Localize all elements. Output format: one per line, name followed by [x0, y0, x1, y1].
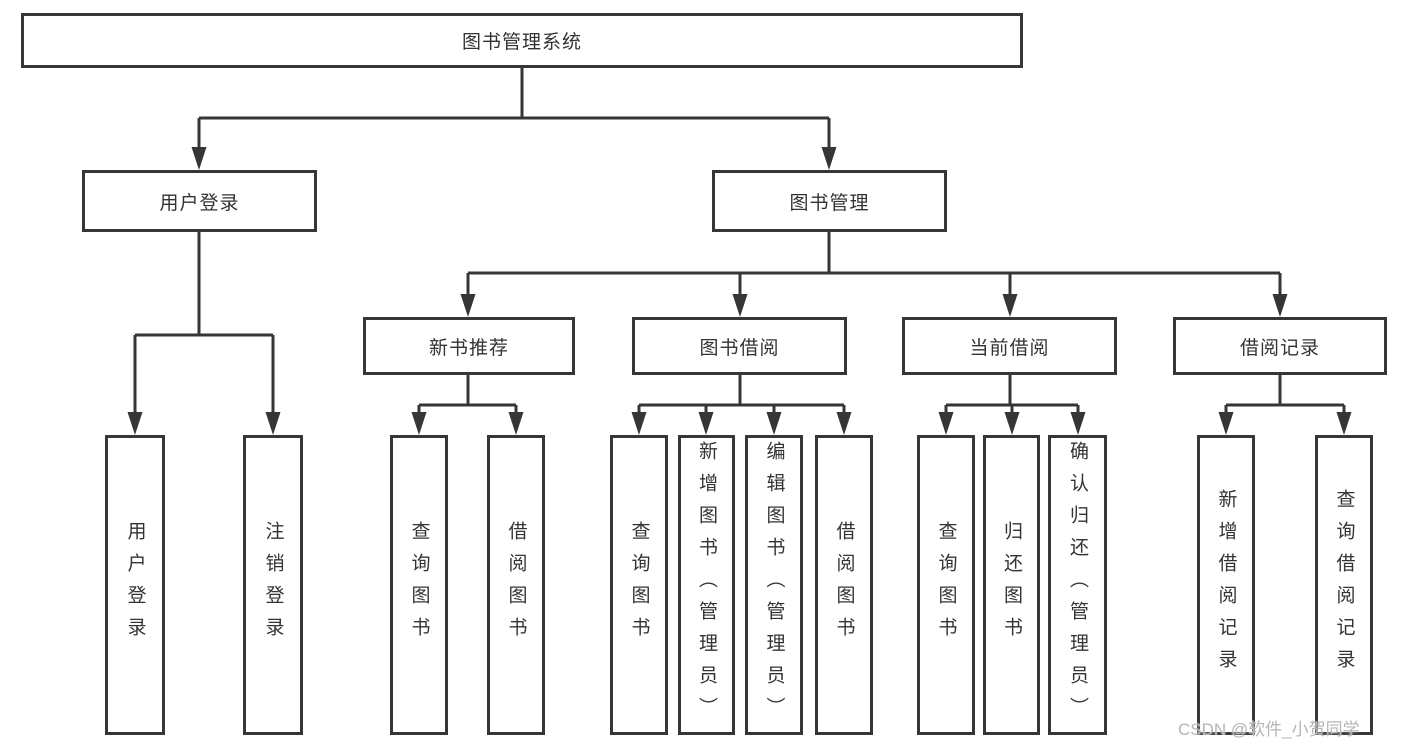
node-new-book-recommend-label: 新书推荐: [428, 337, 509, 359]
leaf-recommend-borrow-books: 借阅图书: [487, 435, 545, 735]
leaf-borrow-add-books-label: 新增图书（管理员）: [696, 441, 717, 729]
leaf-borrow-add-books: 新增图书（管理员）: [678, 435, 735, 735]
leaf-records-add-record-label: 新增借阅记录: [1215, 489, 1237, 681]
node-root-label: 图书管理系统: [461, 32, 582, 53]
leaf-current-query-books: 查询图书: [917, 435, 975, 735]
node-new-book-recommend: 新书推荐: [363, 317, 575, 375]
leaf-borrow-query-books: 查询图书: [610, 435, 668, 735]
leaf-user-login-label: 用户登录: [124, 521, 146, 649]
node-borrow-records: 借阅记录: [1173, 317, 1387, 375]
node-user-login-label: 用户登录: [159, 192, 240, 214]
leaf-borrow-borrow-books: 借阅图书: [815, 435, 873, 735]
leaf-current-query-books-label: 查询图书: [935, 521, 957, 649]
node-book-management-label: 图书管理: [789, 192, 870, 214]
node-book-borrow-label: 图书借阅: [699, 337, 780, 359]
leaf-user-login: 用户登录: [105, 435, 165, 735]
leaf-borrow-edit-books-label: 编辑图书（管理员）: [763, 441, 785, 729]
node-user-login: 用户登录: [82, 170, 317, 232]
leaf-logout: 注销登录: [243, 435, 303, 735]
leaf-current-confirm-return: 确认归还（管理员）: [1048, 435, 1107, 735]
leaf-records-query-record: 查询借阅记录: [1315, 435, 1373, 735]
node-borrow-records-label: 借阅记录: [1239, 337, 1320, 359]
leaf-borrow-edit-books: 编辑图书（管理员）: [745, 435, 803, 735]
leaf-recommend-query-books-label: 查询图书: [408, 521, 430, 649]
node-current-borrow: 当前借阅: [902, 317, 1117, 375]
leaf-current-confirm-return-label: 确认归还（管理员）: [1067, 441, 1088, 729]
leaf-current-return-books: 归还图书: [983, 435, 1040, 735]
node-current-borrow-label: 当前借阅: [969, 337, 1050, 359]
leaf-recommend-borrow-books-label: 借阅图书: [505, 521, 527, 649]
leaf-logout-label: 注销登录: [262, 521, 284, 649]
leaf-current-return-books-label: 归还图书: [1001, 521, 1022, 649]
csdn-watermark: CSDN @软件_小贺同学: [1178, 720, 1360, 739]
leaf-records-add-record: 新增借阅记录: [1197, 435, 1255, 735]
node-book-management: 图书管理: [712, 170, 947, 232]
leaf-records-query-record-label: 查询借阅记录: [1333, 489, 1355, 681]
leaf-recommend-query-books: 查询图书: [390, 435, 448, 735]
leaf-borrow-query-books-label: 查询图书: [628, 521, 650, 649]
node-book-borrow: 图书借阅: [632, 317, 847, 375]
leaf-borrow-borrow-books-label: 借阅图书: [833, 521, 855, 649]
node-root: 图书管理系统: [21, 13, 1023, 68]
